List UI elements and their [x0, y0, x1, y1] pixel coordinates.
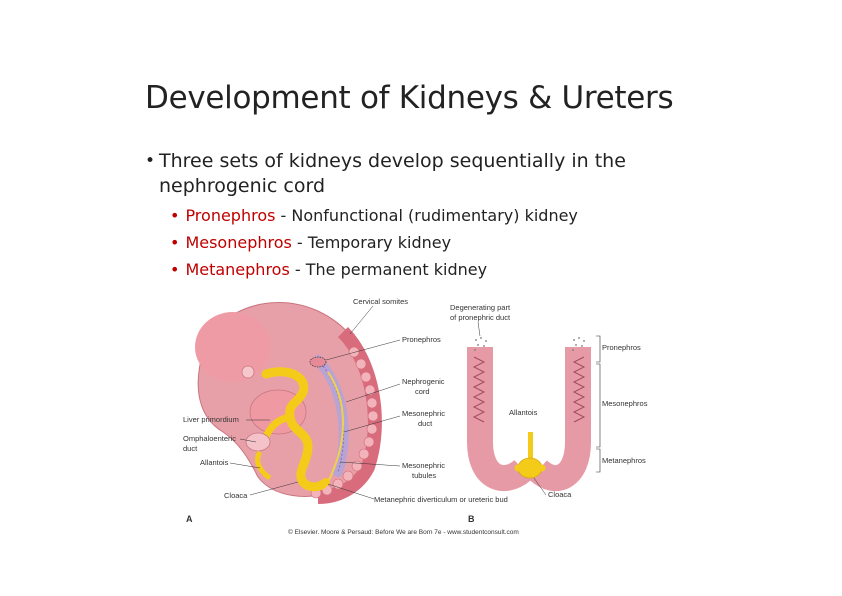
sub-bullet-desc: - Temporary kidney	[291, 233, 452, 252]
embryo-illustration	[195, 302, 382, 504]
svg-text:of pronephric duct: of pronephric duct	[450, 313, 511, 322]
bullet-icon: •	[170, 206, 180, 225]
svg-text:duct: duct	[183, 444, 198, 453]
label-allantois-b: Allantois	[509, 408, 538, 417]
kidney-development-figure: Cervical somites Pronephros Nephrogenic …	[178, 292, 668, 542]
svg-text:cord: cord	[415, 387, 430, 396]
sub-bullet-desc: - Nonfunctional (rudimentary) kidney	[275, 206, 578, 225]
sub-bullet-term: Mesonephros	[185, 233, 292, 252]
label-pronephros-b: Pronephros	[602, 343, 641, 352]
label-degenerating-pronephric-duct: Degenerating part	[450, 303, 511, 312]
label-liver-primordium: Liver primordium	[183, 415, 239, 424]
sub-bullet-term: Pronephros	[185, 206, 276, 225]
bullet-icon: •	[170, 233, 180, 252]
label-cervical-somites: Cervical somites	[353, 297, 408, 306]
label-pronephros-a: Pronephros	[402, 335, 441, 344]
label-mesonephric-tubules: Mesonephric	[402, 461, 445, 470]
label-metanephros-b: Metanephros	[602, 456, 646, 465]
label-allantois-a: Allantois	[200, 458, 229, 467]
sub-bullet-term: Metanephros	[185, 260, 290, 279]
panel-b-labels: Degenerating part of pronephric duct All…	[450, 303, 648, 524]
sub-bullet-pronephros: • Pronephros - Nonfunctional (rudimentary…	[170, 206, 578, 226]
sub-bullet-metanephros: • Metanephros - The permanent kidney	[170, 260, 487, 280]
label-nephrogenic-cord: Nephrogenic	[402, 377, 445, 386]
label-mesonephric-duct: Mesonephric	[402, 409, 445, 418]
svg-text:duct: duct	[418, 419, 433, 428]
label-mesonephros-b: Mesonephros	[602, 399, 648, 408]
label-cloaca-b: Cloaca	[548, 490, 572, 499]
panel-label-a: A	[186, 514, 193, 524]
u-diagram-illustration	[467, 337, 591, 492]
panel-label-b: B	[468, 514, 475, 524]
panel-a-labels: Cervical somites Pronephros Nephrogenic …	[183, 297, 508, 524]
figure-credit: © Elsevier. Moore & Persaud: Before We a…	[288, 528, 519, 536]
main-bullet-text: Three sets of kidneys develop sequential…	[159, 150, 626, 197]
label-omphaloenteric-duct: Omphaloenteric	[183, 434, 236, 443]
figure-svg: Cervical somites Pronephros Nephrogenic …	[183, 297, 648, 536]
sub-bullet-mesonephros: • Mesonephros - Temporary kidney	[170, 233, 451, 253]
sub-bullet-desc: - The permanent kidney	[289, 260, 488, 279]
slide-title: Development of Kidneys & Ureters	[145, 80, 674, 116]
bullet-icon: •	[145, 151, 156, 171]
label-metanephric-bud: Metanephric diverticulum or ureteric bud	[374, 495, 508, 504]
bullet-icon: •	[170, 260, 180, 279]
svg-text:tubules: tubules	[412, 471, 436, 480]
main-bullet: • Three sets of kidneys develop sequenti…	[145, 149, 705, 199]
label-cloaca-a: Cloaca	[224, 491, 248, 500]
